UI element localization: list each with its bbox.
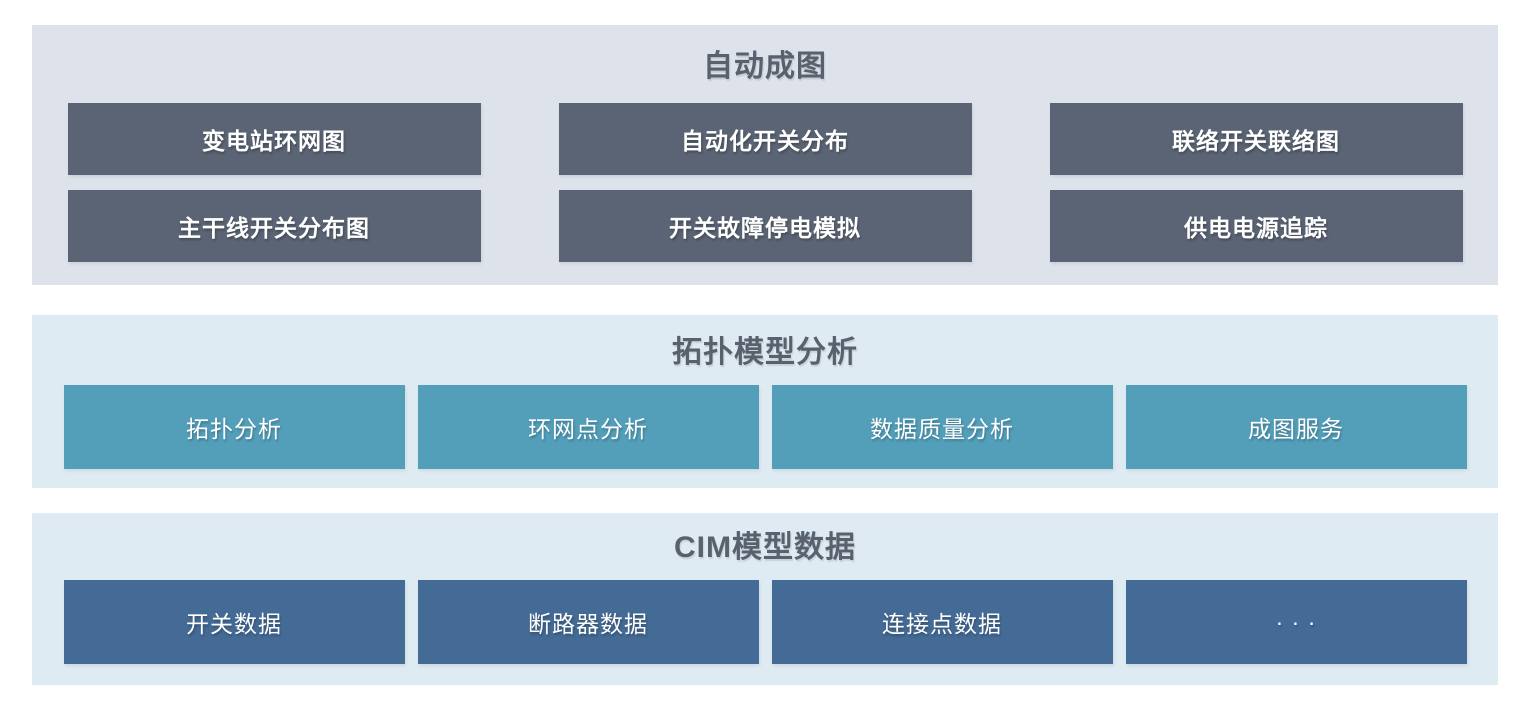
block-tie-switch-contact-diagram: 联络开关联络图 [1049,103,1463,175]
topology-grid: 拓扑分析 环网点分析 数据质量分析 成图服务 [32,385,1498,469]
section-title-cim-model-data: CIM模型数据 [674,531,856,564]
block-substation-ring-diagram: 变电站环网图 [67,103,481,175]
block-ellipsis-more-data: · · · [1125,580,1467,664]
section-title-topology-model-analysis: 拓扑模型分析 [672,336,858,369]
block-trunk-line-switch-distribution: 主干线开关分布图 [67,190,481,262]
block-circuit-breaker-data: 断路器数据 [417,580,759,664]
block-connection-point-data: 连接点数据 [771,580,1113,664]
block-automated-switch-distribution: 自动化开关分布 [558,103,972,175]
block-diagram-generation-service: 成图服务 [1125,385,1467,469]
section-cim-model-data: CIM模型数据 开关数据 断路器数据 连接点数据 · · · [32,513,1498,685]
block-data-quality-analysis: 数据质量分析 [771,385,1113,469]
block-switch-fault-outage-simulation: 开关故障停电模拟 [558,190,972,262]
block-topology-analysis: 拓扑分析 [63,385,405,469]
block-power-supply-tracing: 供电电源追踪 [1049,190,1463,262]
block-ring-point-analysis: 环网点分析 [417,385,759,469]
section-auto-mapping: 自动成图 变电站环网图 自动化开关分布 联络开关联络图 主干线开关分布图 开关故… [32,25,1498,285]
section-topology-model-analysis: 拓扑模型分析 拓扑分析 环网点分析 数据质量分析 成图服务 [32,315,1498,488]
cim-grid: 开关数据 断路器数据 连接点数据 · · · [32,580,1498,664]
block-switch-data: 开关数据 [63,580,405,664]
section-title-auto-mapping: 自动成图 [703,50,827,83]
auto-mapping-grid: 变电站环网图 自动化开关分布 联络开关联络图 主干线开关分布图 开关故障停电模拟… [32,103,1498,262]
